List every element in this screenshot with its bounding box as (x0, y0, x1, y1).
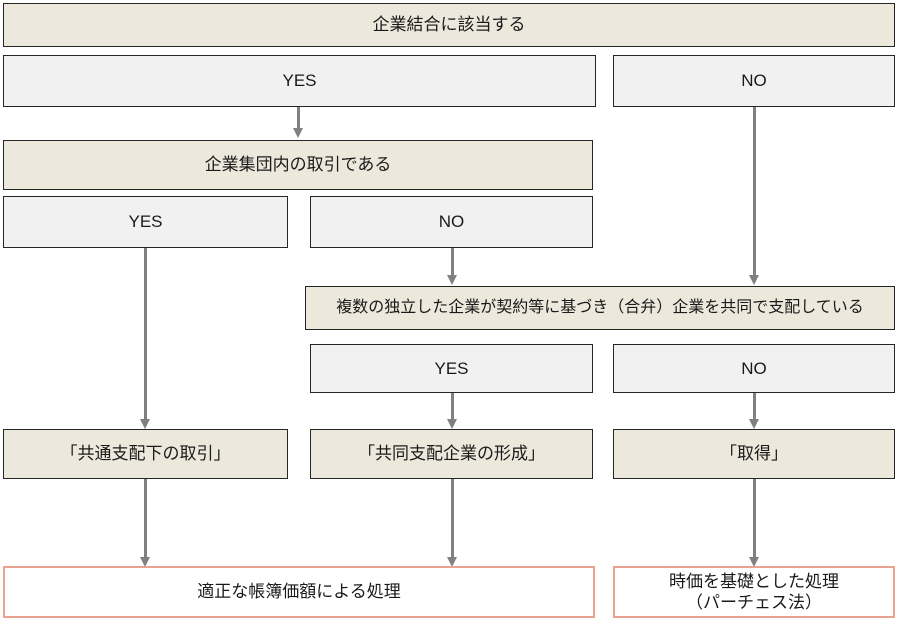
node-q3-no-branch: NO (613, 344, 895, 393)
node-q2-no-branch: NO (310, 196, 593, 248)
node-q3-joint-control: 複数の独立した企業が契約等に基づき（合弁）企業を共同で支配している (305, 286, 895, 330)
arrow-q3no-to-r3 (749, 393, 759, 429)
node-q1-business-combination: 企業結合に該当する (3, 3, 895, 47)
node-result-acquisition: 「取得」 (613, 429, 895, 479)
arrow-q1no-to-q3 (749, 107, 759, 285)
arrow-r1-to-out1 (140, 479, 150, 567)
node-q2-yes-branch: YES (3, 196, 288, 248)
node-output-fair-value-purchase-method: 時価を基礎とした処理 （パーチェス法） (613, 566, 895, 618)
node-result-joint-venture-formation: 「共同支配企業の形成」 (310, 429, 593, 479)
arrow-q2no-to-q3 (447, 248, 457, 285)
node-q3-yes-branch: YES (310, 344, 593, 393)
arrow-r2-to-out1 (447, 479, 457, 567)
node-result-common-control-transaction: 「共通支配下の取引」 (3, 429, 288, 479)
node-output-book-value-treatment: 適正な帳簿価額による処理 (3, 566, 595, 618)
node-q1-no-branch: NO (613, 55, 895, 107)
arrow-q2yes-to-r1 (140, 248, 150, 429)
node-q2-intragroup-transaction: 企業集団内の取引である (3, 140, 593, 190)
arrow-q3yes-to-r2 (447, 393, 457, 429)
arrow-r3-to-out2 (749, 479, 759, 567)
arrow-q1yes-to-q2 (293, 107, 303, 138)
node-q1-yes-branch: YES (3, 55, 596, 107)
